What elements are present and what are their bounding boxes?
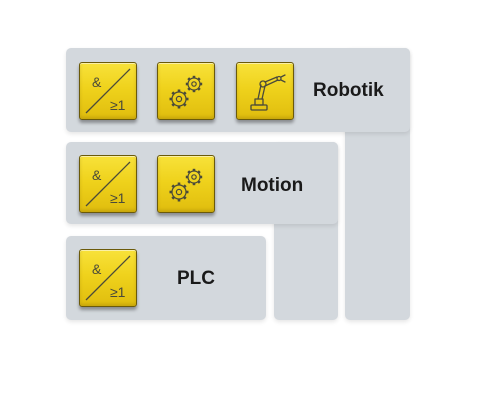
logic-and-symbol: & — [92, 167, 102, 183]
logic-or-symbol: ≥1 — [110, 97, 126, 113]
robotik-label: Robotik — [313, 80, 384, 101]
logic-icon: & ≥1 — [85, 161, 131, 207]
logic-and-symbol: & — [92, 74, 102, 90]
plc-logic-tile: & ≥1 — [79, 249, 137, 307]
motion-logic-tile: & ≥1 — [79, 155, 137, 213]
gears-icon — [169, 168, 203, 202]
logic-icon: & ≥1 — [85, 255, 131, 301]
robotik-gears-tile — [157, 62, 215, 120]
motion-label: Motion — [241, 175, 304, 196]
logic-or-symbol: ≥1 — [110, 190, 126, 206]
logic-and-symbol: & — [92, 261, 102, 277]
plc-label: PLC — [177, 268, 215, 289]
logic-icon: & ≥1 — [85, 68, 131, 114]
gears-icon — [169, 75, 203, 109]
motion-gears-tile — [157, 155, 215, 213]
logic-or-symbol: ≥1 — [110, 284, 126, 300]
robotik-arm-tile — [236, 62, 294, 120]
robotik-logic-tile: & ≥1 — [79, 62, 137, 120]
robot-arm-icon — [250, 74, 286, 111]
